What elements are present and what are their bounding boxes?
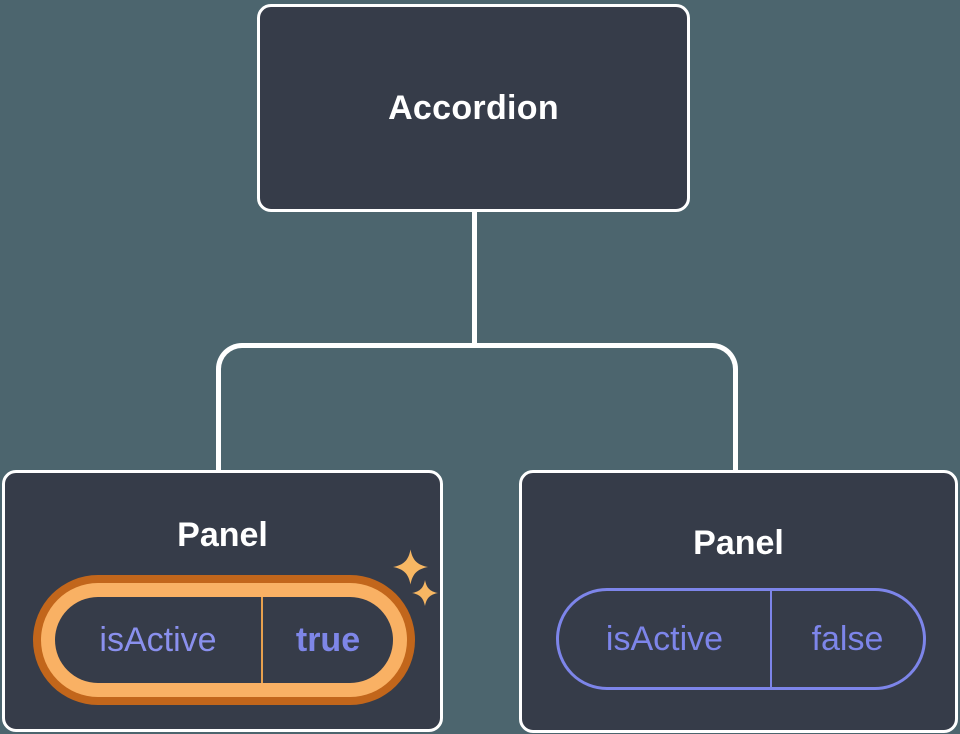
state-pill-active-content: isActive true	[55, 597, 393, 683]
state-prop-cell: isActive	[559, 591, 770, 687]
connector-bracket	[216, 343, 738, 470]
connector-stem	[472, 210, 477, 348]
panel-node-label: Panel	[693, 524, 784, 562]
state-prop-value: false	[811, 619, 884, 658]
state-prop-name: isActive	[605, 619, 724, 658]
state-pill-active: isActive true	[33, 575, 415, 705]
accordion-node-label: Accordion	[388, 88, 559, 127]
sparkle-icon-large	[393, 549, 428, 585]
state-prop-name: isActive	[99, 620, 217, 659]
state-value-cell: true	[263, 597, 393, 683]
panel-node-label: Panel	[177, 516, 268, 554]
state-pill-inactive: isActive false	[556, 588, 926, 690]
state-pill-active-ring: isActive true	[41, 583, 407, 697]
sparkle-icon-small	[412, 580, 438, 606]
state-prop-value: true	[295, 620, 361, 659]
state-prop-cell: isActive	[55, 597, 261, 683]
accordion-node: Accordion	[257, 4, 690, 212]
panel-node-active: Panel isActive true	[2, 470, 443, 732]
panel-node-inactive: Panel isActive false	[519, 470, 958, 733]
pill-divider	[770, 591, 772, 687]
state-value-cell: false	[772, 591, 923, 687]
pill-divider	[261, 597, 263, 683]
